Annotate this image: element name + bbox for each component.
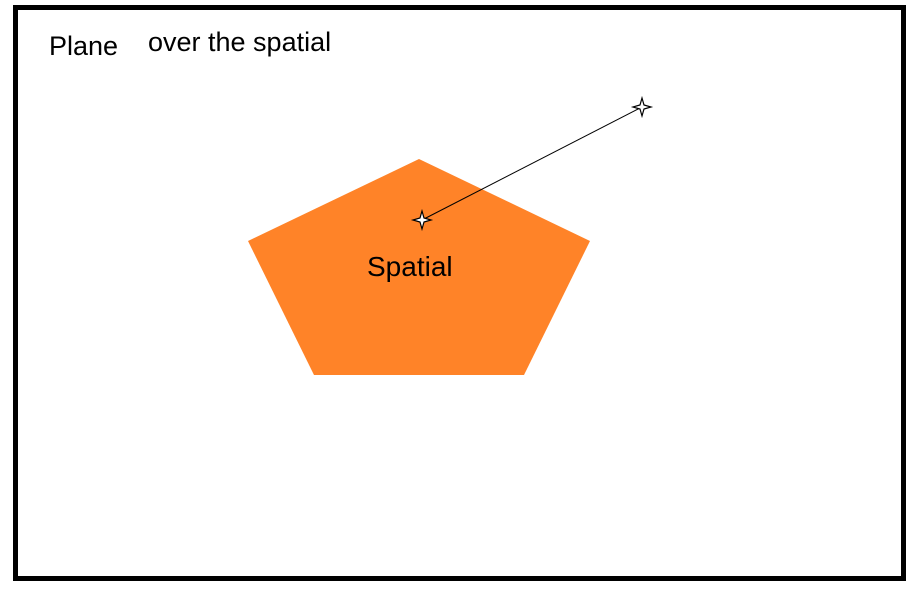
end-star-icon [630, 95, 654, 119]
spatial-pentagon [248, 159, 590, 375]
connector-line [421, 106, 643, 221]
subtitle-label: over the spatial [148, 27, 332, 57]
spatial-label: Spatial [367, 251, 453, 282]
plane-label: Plane [49, 31, 119, 61]
start-star-icon [410, 208, 434, 232]
